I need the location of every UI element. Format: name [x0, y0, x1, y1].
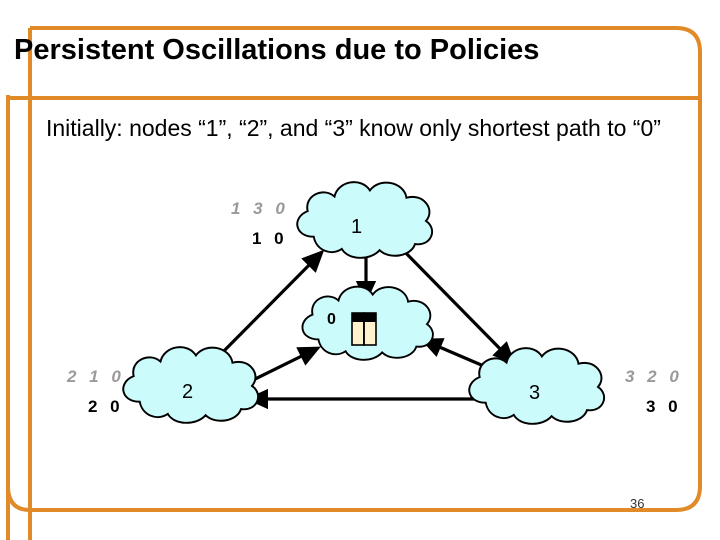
- edge-1-to-3: [396, 243, 516, 365]
- route-old-node-3: 3 2 0: [625, 367, 683, 386]
- route-new-node-3: 3 0: [646, 397, 682, 416]
- slide-body-text: Initially: nodes “1”, “2”, and “3” know …: [46, 115, 661, 141]
- page-number: 36: [630, 496, 645, 511]
- node-2[interactable]: [122, 346, 260, 424]
- slide-title: Persistent Oscillations due to Policies: [14, 34, 540, 66]
- node-1[interactable]: [296, 181, 434, 259]
- book-icon: [351, 312, 377, 346]
- diagram-nodes: [122, 181, 606, 425]
- node-3[interactable]: [468, 347, 606, 425]
- route-new-node-1: 1 0: [252, 229, 288, 248]
- edge-2-to-1: [208, 249, 325, 367]
- route-new-node-2: 2 0: [88, 397, 124, 416]
- route-old-node-1: 1 3 0: [231, 199, 289, 218]
- route-old-node-2: 2 1 0: [67, 367, 125, 386]
